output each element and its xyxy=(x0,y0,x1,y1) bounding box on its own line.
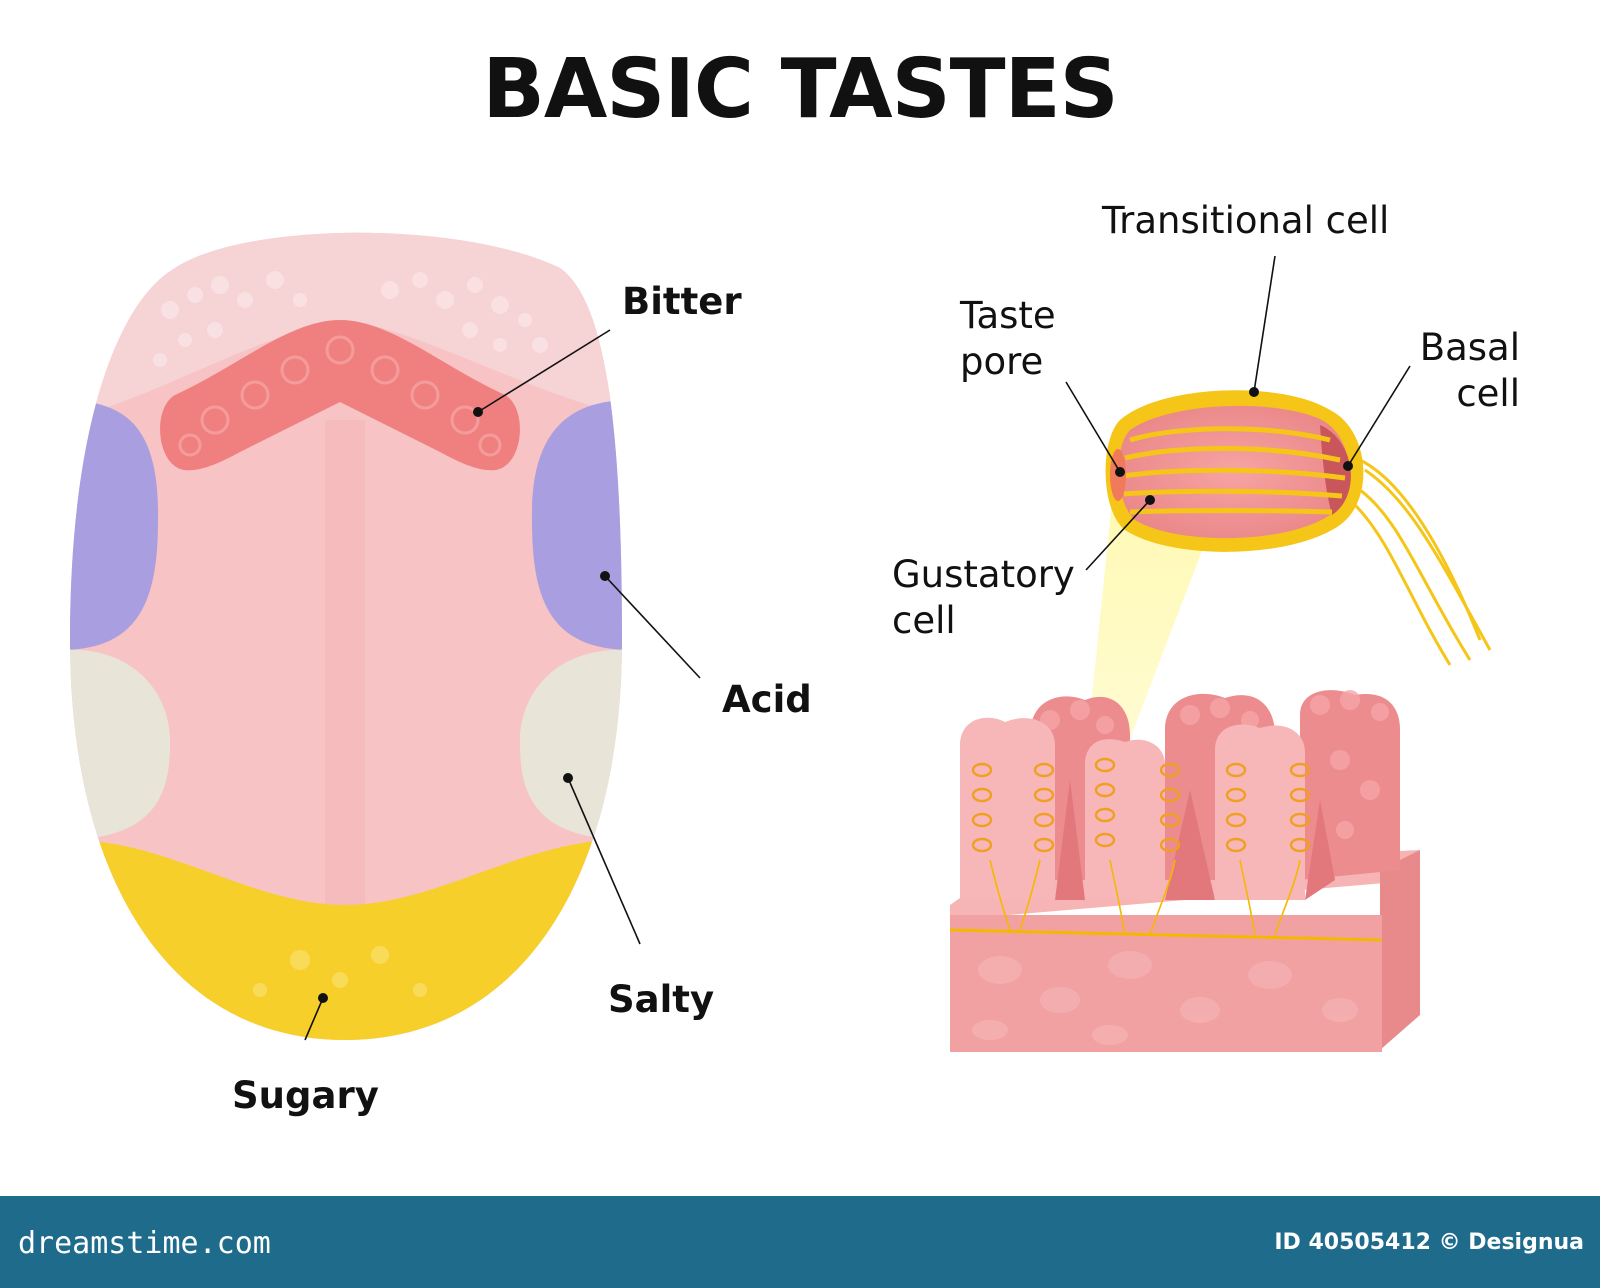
diagram-title: BASIC TASTES xyxy=(482,42,1118,137)
papilla-front-1 xyxy=(960,717,1055,900)
footer-bar: dreamstime.com ID 40505412 © Designua xyxy=(0,1196,1600,1288)
basal-cell-label-line1: Basal xyxy=(1419,326,1520,369)
salty-zone-left xyxy=(70,649,171,840)
tongue xyxy=(70,232,622,1040)
salty-leader xyxy=(567,777,641,945)
taste-diagram xyxy=(70,232,1492,1052)
taste-pore-label: Taste pore xyxy=(960,293,1056,385)
acid-zone-right xyxy=(531,400,622,650)
taste-bud-magnified xyxy=(1105,390,1492,666)
tissue-side-face xyxy=(1380,850,1420,1050)
tongue-midline xyxy=(325,420,365,980)
nerve-fiber xyxy=(949,928,1383,942)
papilla-nerves xyxy=(989,859,1301,936)
tongue-leaders xyxy=(304,329,701,1041)
papilla-grooves xyxy=(1055,780,1335,900)
salty-dot xyxy=(563,773,573,783)
taste-bud-leaders xyxy=(1065,255,1411,571)
taste-pore-dot xyxy=(1115,467,1125,477)
nerve-tails xyxy=(1353,458,1492,666)
gustatory-cell-label-line2: cell xyxy=(892,599,956,642)
transitional-dot xyxy=(1249,387,1259,397)
taste-pore-label-line2: pore xyxy=(960,340,1044,383)
salty-zone-right xyxy=(519,649,622,840)
acid-dot xyxy=(600,571,610,581)
sugary-texture xyxy=(253,946,427,997)
salty-label: Salty xyxy=(608,978,715,1021)
papilla-front-3 xyxy=(1215,724,1305,900)
basal-dot xyxy=(1343,461,1353,471)
gustatory-cell-label-line1: Gustatory xyxy=(892,553,1075,596)
sugary-label: Sugary xyxy=(232,1074,379,1117)
basal-cell-label-line2: cell xyxy=(1456,372,1520,415)
transitional-leader xyxy=(1253,255,1276,393)
bitter-texture xyxy=(178,335,502,457)
mini-taste-buds xyxy=(971,757,1311,853)
basal-cell-label: Basal cell xyxy=(1400,325,1520,417)
bitter-label: Bitter xyxy=(622,280,742,323)
bitter-leader xyxy=(477,329,611,413)
footer-credit: ID 40505412 © Designua xyxy=(1274,1230,1584,1255)
sugary-dot xyxy=(318,993,328,1003)
gustatory-dot xyxy=(1145,495,1155,505)
basal-leader xyxy=(1347,365,1411,467)
footer-brand: dreamstime.com xyxy=(18,1226,271,1261)
taste-pore-leader xyxy=(1065,381,1121,473)
cell-stripes xyxy=(1121,426,1346,515)
tissue-cells xyxy=(972,951,1358,1045)
gustatory-leader xyxy=(1085,499,1151,571)
acid-label: Acid xyxy=(722,678,812,721)
papillae-texture xyxy=(153,271,548,367)
sugary-leader xyxy=(304,997,324,1041)
tongue-back-texture xyxy=(70,232,622,420)
bitter-zone xyxy=(160,320,520,471)
bitter-dot xyxy=(473,407,483,417)
papilla-front-2 xyxy=(1085,739,1165,900)
taste-pore-label-line1: Taste xyxy=(960,294,1056,337)
gustatory-cell-label: Gustatory cell xyxy=(892,552,1075,644)
papillae xyxy=(960,690,1400,936)
acid-zone-left xyxy=(70,400,159,650)
acid-leader xyxy=(604,575,701,679)
transitional-cell-label: Transitional cell xyxy=(1102,199,1390,242)
